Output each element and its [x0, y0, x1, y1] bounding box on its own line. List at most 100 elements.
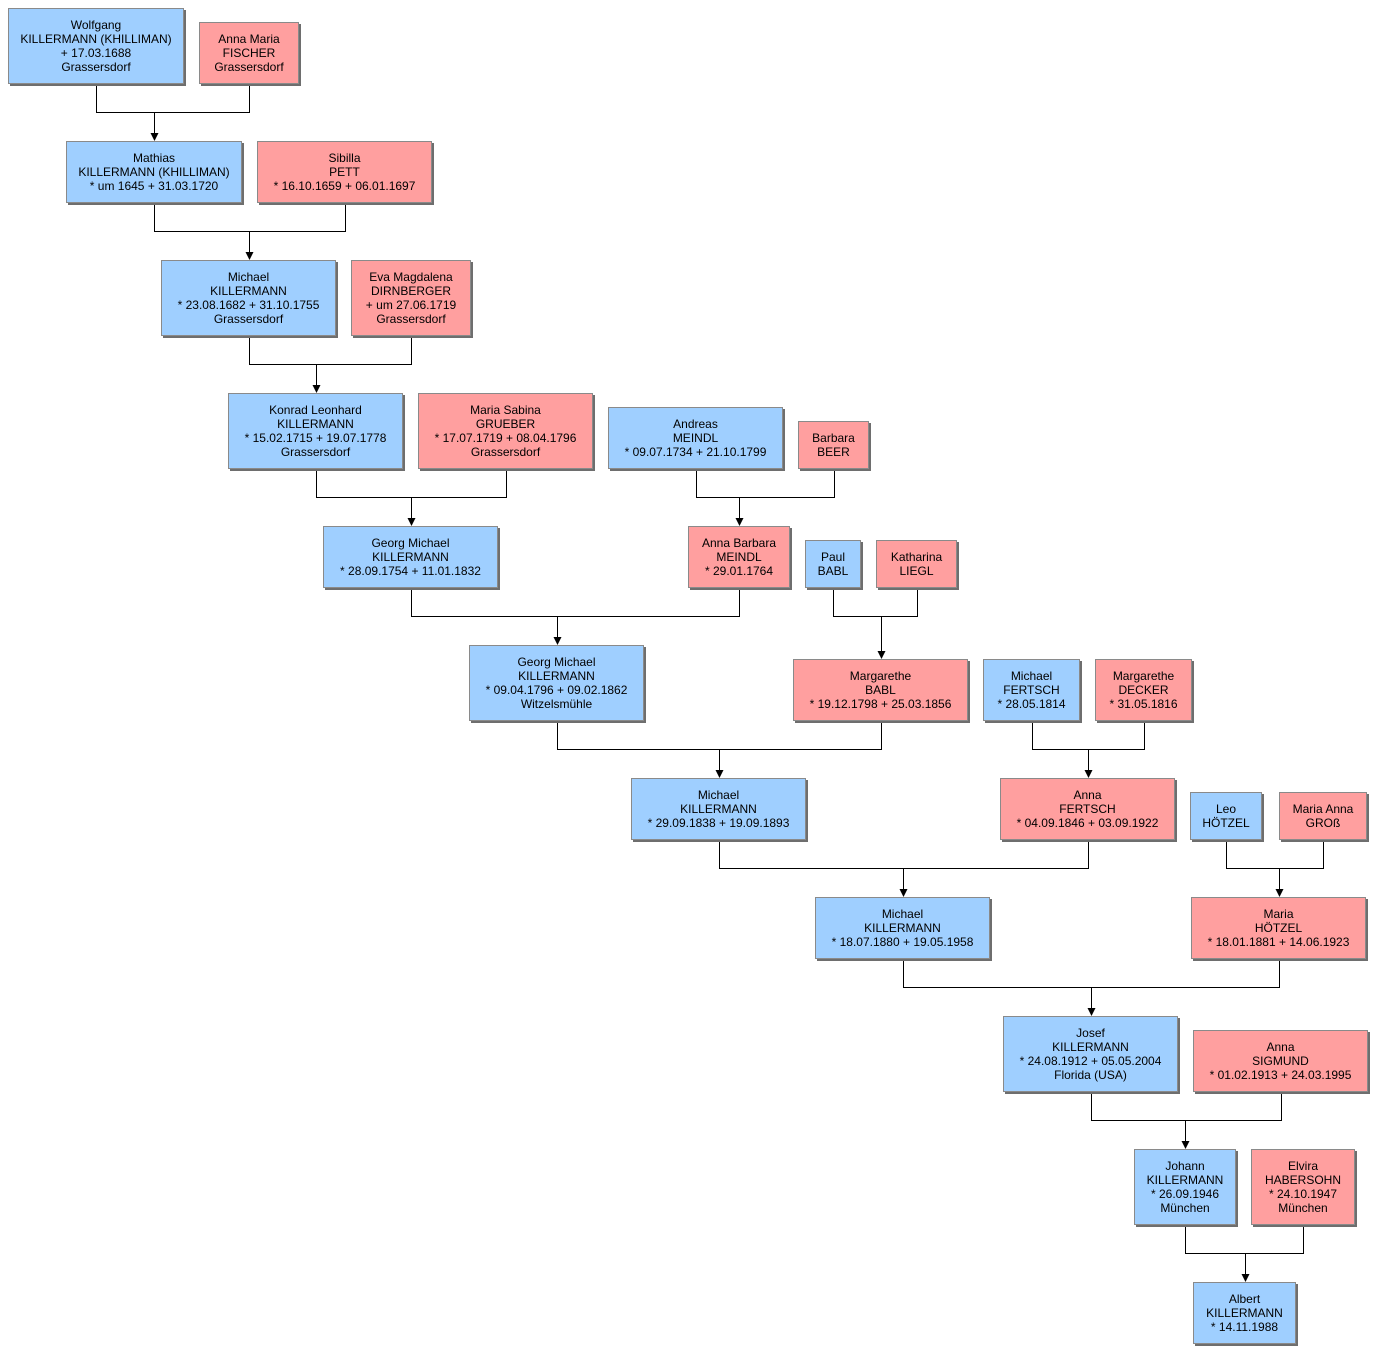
person-line: Grassersdorf: [470, 445, 541, 459]
person-line: Michael: [227, 270, 270, 284]
person-line: Michael: [697, 788, 740, 802]
person-line: München: [1160, 1201, 1210, 1215]
person-line: SIGMUND: [1252, 1054, 1309, 1068]
person-line: * 26.09.1946: [1150, 1187, 1220, 1201]
person-line: * 19.12.1798 + 25.03.1856: [809, 697, 952, 711]
person-line: Andreas: [673, 417, 718, 431]
person-line: KILLERMANN: [1146, 1173, 1224, 1187]
person-line: * 17.07.1719 + 08.04.1796: [434, 431, 577, 445]
person-line: Michael: [1010, 669, 1053, 683]
person-line: + um 27.06.1719: [365, 298, 457, 312]
arrowhead-margarethe-babl: [877, 651, 886, 659]
arrowhead-michael-1880: [899, 889, 908, 897]
couple-connector-michael-1838: [557, 721, 882, 750]
person-line: Grassersdorf: [280, 445, 351, 459]
couple-connector-konrad-leonhard: [249, 336, 412, 365]
person-line: * 28.09.1754 + 11.01.1832: [340, 564, 481, 578]
person-line: Witzelsmühle: [520, 697, 593, 711]
person-line: KILLERMANN: [1206, 1306, 1283, 1320]
person-line: PETT: [329, 165, 360, 179]
arrowhead-albert: [1241, 1274, 1250, 1282]
person-line: Paul: [820, 550, 846, 564]
person-line: KILLERMANN: [864, 921, 941, 935]
person-line: Wolfgang: [70, 18, 122, 32]
couple-connector-anna-fertsch: [1032, 721, 1145, 750]
person-line: Anna: [1266, 1040, 1295, 1054]
person-line: * 14.11.1988: [1210, 1320, 1279, 1334]
person-line: KILLERMANN: [210, 284, 287, 298]
person-line: Margarethe: [849, 669, 912, 683]
person-line: KILLERMANN: [680, 802, 757, 816]
person-line: Georg Michael: [371, 536, 450, 550]
person-line: HÖTZEL: [1202, 816, 1250, 830]
person-line: KILLERMANN (KHILLIMAN): [20, 32, 172, 46]
person-line: MEINDL: [672, 431, 719, 445]
person-line: Elvira: [1287, 1159, 1318, 1173]
person-line: Sibilla: [328, 151, 361, 165]
person-line: KILLERMANN: [372, 550, 449, 564]
person-line: * 18.01.1881 + 14.06.1923: [1207, 935, 1350, 949]
person-line: * 28.05.1814: [997, 697, 1066, 711]
person-line: KILLERMANN (KHILLIMAN): [78, 165, 230, 179]
person-line: Katharina: [890, 550, 943, 564]
person-line: Grassersdorf: [376, 312, 446, 326]
couple-connector-margarethe-babl: [833, 588, 918, 617]
person-line: Anna: [1073, 788, 1102, 802]
person-line: Albert: [1228, 1292, 1261, 1306]
couple-connector-mathias: [96, 84, 250, 113]
couple-connector-albert: [1185, 1225, 1304, 1254]
person-line: GROß: [1305, 816, 1341, 830]
person-line: Georg Michael: [517, 655, 596, 669]
couple-connector-michael-1682: [154, 203, 346, 232]
person-line: Michael: [881, 907, 924, 921]
arrowhead-johann: [1181, 1141, 1190, 1149]
arrowhead-georg-michael-1754: [407, 518, 416, 526]
arrowhead-georg-michael-1796: [553, 637, 562, 645]
arrowhead-anna-barbara: [735, 518, 744, 526]
person-line: HÖTZEL: [1254, 921, 1303, 935]
